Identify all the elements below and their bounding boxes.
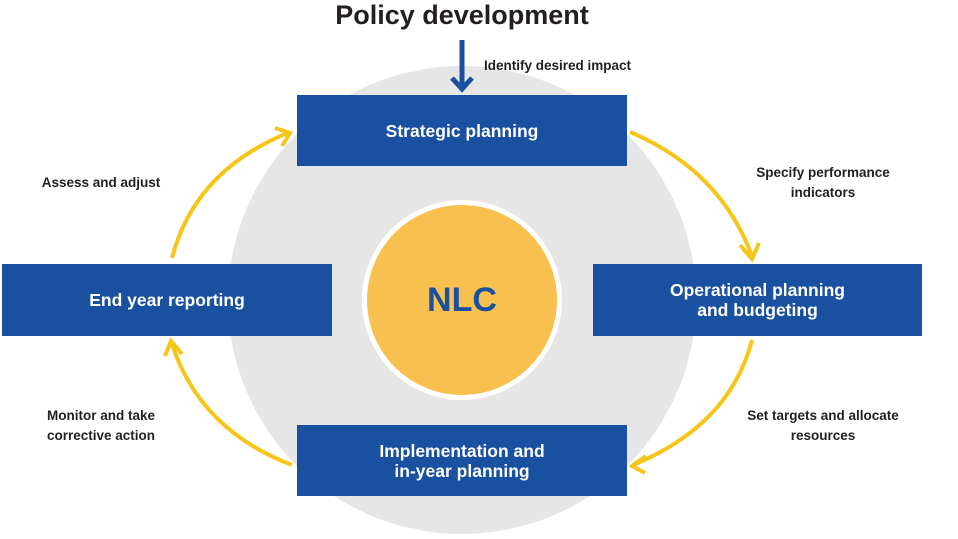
stage-strategic-planning: Strategic planning — [297, 95, 627, 166]
arrowhead-icon — [163, 337, 184, 357]
label-line: Set targets and allocate — [747, 408, 899, 423]
arrowhead-icon — [738, 242, 761, 263]
label-line: indicators — [790, 185, 856, 200]
center-label: NLC — [427, 280, 497, 319]
stage-implementation: Implementation and in-year planning — [297, 425, 627, 496]
stage-label: in-year planning — [394, 460, 530, 481]
arrow-strategic-to-operational-icon — [629, 130, 754, 257]
label-specify-indicators: Specify performance indicators — [718, 163, 928, 203]
arrow-implementation-to-reporting-icon — [170, 343, 293, 467]
stage-end-year-reporting: End year reporting — [2, 264, 332, 336]
stage-label: Implementation and — [379, 440, 545, 461]
policy-down-arrow-icon — [450, 40, 474, 93]
arrow-operational-to-implementation-icon — [632, 339, 754, 467]
label-assess-adjust: Assess and adjust — [41, 175, 161, 190]
stage-label: Strategic planning — [385, 120, 539, 141]
stage-label: End year reporting — [89, 290, 245, 310]
label-identify-impact: Identify desired impact — [484, 58, 632, 73]
label-line: Specify performance — [756, 165, 890, 180]
arrowhead-icon — [274, 126, 294, 148]
label-line: resources — [790, 428, 856, 443]
center-circle — [367, 205, 557, 395]
label-line: corrective action — [46, 428, 156, 443]
label-monitor: Monitor and take corrective action — [0, 406, 202, 446]
stage-label: and budgeting — [697, 300, 818, 320]
arrowhead-icon — [628, 454, 648, 475]
label-line: Monitor and take — [46, 408, 155, 423]
stage-operational-planning: Operational planning and budgeting — [593, 264, 922, 336]
page-title: Policy development — [335, 0, 589, 30]
arrow-reporting-to-strategic-icon — [170, 130, 291, 259]
label-set-targets: Set targets and allocate resources — [718, 406, 928, 446]
stage-label: Operational planning — [669, 280, 845, 300]
